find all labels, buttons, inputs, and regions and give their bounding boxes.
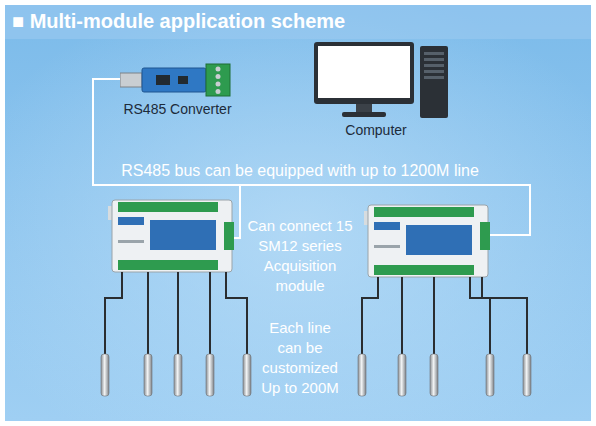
drive-bay — [424, 52, 444, 55]
probe-cable — [401, 277, 403, 356]
bus-terminal — [224, 222, 234, 250]
drive-bay — [424, 64, 444, 67]
temperature-probe — [174, 354, 182, 396]
converter-board — [142, 68, 206, 92]
probe-cable — [147, 272, 149, 356]
diagram-title: ■ Multi-module application scheme — [12, 9, 345, 33]
usb-plug — [120, 73, 142, 87]
annotation-text: RS485 bus can be equipped with up to 120… — [88, 161, 512, 181]
background — [5, 5, 591, 421]
acquisition-module — [108, 200, 234, 272]
probe-cable — [470, 277, 490, 356]
temperature-probe — [486, 354, 494, 396]
temperature-probe — [523, 354, 531, 396]
module-logo — [374, 222, 400, 230]
bus-wire — [93, 79, 530, 235]
temperature-probe — [430, 354, 438, 396]
annotation-text: Each line can be customized Up to 200M — [258, 318, 342, 398]
temperature-probe — [398, 354, 406, 396]
device-label: RS485 Converter — [120, 101, 235, 117]
terminal-screw — [216, 82, 221, 87]
temperature-probe — [206, 354, 214, 396]
converter-chip — [178, 76, 188, 84]
annotation-text: Can connect 15 SM12 series Acquisition m… — [240, 216, 360, 296]
device-node: Computer — [296, 40, 456, 140]
terminal-strip — [118, 202, 218, 212]
terminal-strip — [374, 265, 474, 275]
pc-tower — [420, 46, 448, 118]
device-node: RS485 Converter — [120, 58, 235, 120]
monitor-frame — [314, 42, 414, 104]
background-glow — [5, 5, 591, 421]
probe-cable — [226, 272, 247, 356]
monitor-neck — [356, 104, 372, 112]
module-logo — [118, 217, 144, 225]
acquisition-module — [364, 205, 490, 277]
title-band — [5, 5, 591, 39]
rs485-converter-illustration — [120, 58, 235, 100]
probe-cable — [433, 277, 435, 356]
module-print — [118, 240, 144, 243]
temperature-probe — [101, 354, 109, 396]
terminal-screw — [216, 74, 221, 79]
module-panel — [406, 225, 472, 255]
probe-cable — [362, 277, 378, 356]
module-panel — [150, 220, 216, 250]
drive-bay — [424, 70, 444, 73]
drive-bay — [424, 58, 444, 61]
terminal-screw — [216, 67, 221, 72]
module-case — [112, 200, 232, 272]
probe-cable — [177, 272, 179, 356]
probe-cable — [209, 272, 211, 356]
terminal-screw — [216, 89, 221, 94]
drive-bay — [424, 76, 444, 79]
module-print — [374, 245, 400, 248]
temperature-probe — [144, 354, 152, 396]
probe-cable — [105, 272, 122, 356]
bus-terminal — [480, 222, 490, 250]
computer-illustration — [296, 40, 456, 120]
device-label: Computer — [296, 122, 456, 138]
monitor-base — [342, 112, 386, 117]
probe-cable — [482, 277, 527, 356]
terminal-strip — [118, 260, 218, 270]
terminal-strip — [374, 207, 474, 217]
monitor-screen — [318, 46, 410, 98]
module-case — [368, 205, 488, 277]
temperature-probe — [243, 354, 251, 396]
temperature-probe — [358, 354, 366, 396]
terminal-block — [206, 64, 230, 96]
converter-chip — [156, 75, 170, 85]
